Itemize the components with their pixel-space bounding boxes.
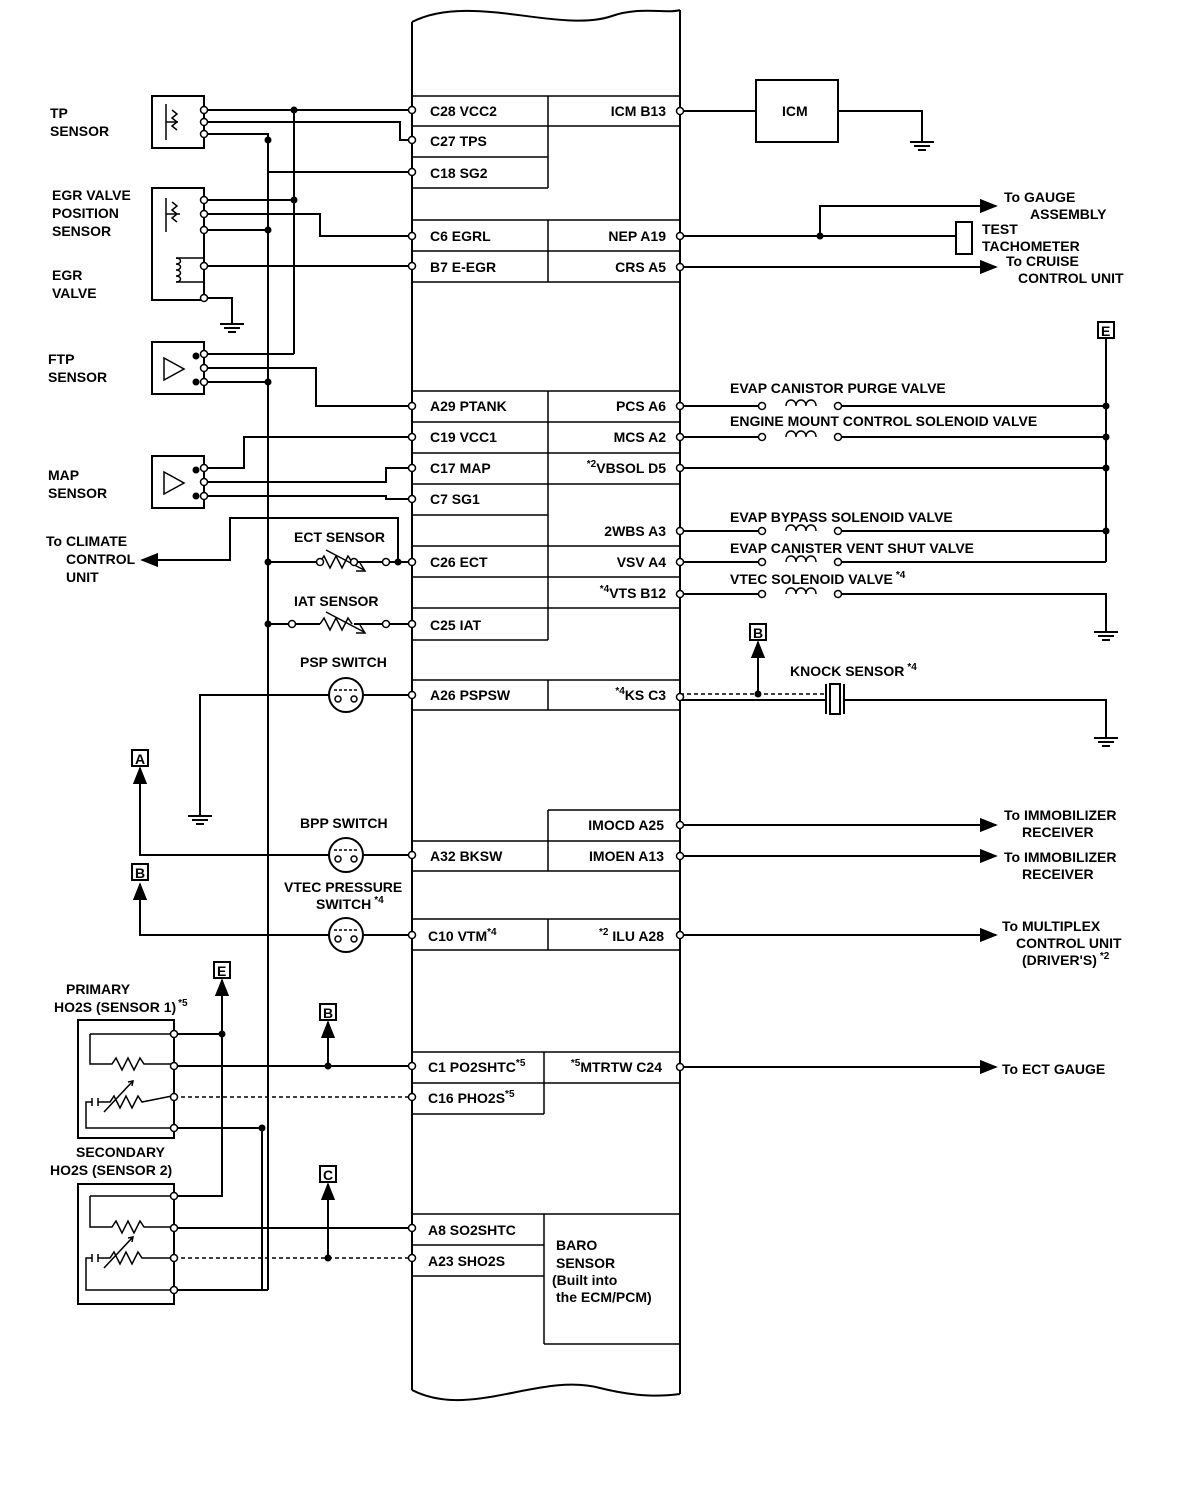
connector-e-left: E bbox=[217, 963, 226, 979]
pin-c26-ect: C26 ECT bbox=[430, 554, 488, 570]
evap-bypass-valve-coil-icon bbox=[785, 524, 817, 532]
pin-ks-c3: *4KS C3 bbox=[615, 686, 666, 703]
pin-c25-iat: C25 IAT bbox=[430, 617, 482, 633]
engine-mount-valve-coil-icon bbox=[785, 430, 817, 438]
pin-crs-a5: CRS A5 bbox=[615, 259, 666, 275]
bpp-switch-label: BPP SWITCH bbox=[300, 815, 388, 831]
pin-a23-sho2s: A23 SHO2S bbox=[428, 1253, 505, 1269]
vtec-pressure-switch-icon bbox=[328, 917, 364, 953]
right-pin-labels: ICM B13 NEP A19 CRS A5 PCS A6 MCS A2 *2V… bbox=[571, 103, 666, 1075]
pin-c17-map: C17 MAP bbox=[430, 460, 491, 476]
pin-icm-b13: ICM B13 bbox=[611, 103, 666, 119]
primary-ho2s-box bbox=[77, 1019, 175, 1139]
pin-c6-egrl: C6 EGRL bbox=[430, 228, 491, 244]
pin-a8-so2shtc: A8 SO2SHTC bbox=[428, 1222, 516, 1238]
egr-valve-coil-icon bbox=[175, 257, 182, 283]
evap-purge-valve-label: EVAP CANISTOR PURGE VALVE bbox=[730, 380, 946, 396]
test-tachometer-icon bbox=[955, 221, 973, 255]
iat-sensor-label: IAT SENSOR bbox=[294, 593, 379, 609]
map-sensor-amp-icon bbox=[163, 470, 186, 496]
connector-c: C bbox=[323, 1167, 333, 1183]
pin-c10-vtm: C10 VTM*4 bbox=[428, 927, 497, 944]
pin-mcs-a2: MCS A2 bbox=[614, 429, 667, 445]
egr-valve-box bbox=[151, 187, 205, 301]
evap-purge-valve-coil-icon bbox=[785, 399, 817, 407]
pin-c28-vcc2: C28 VCC2 bbox=[430, 103, 497, 119]
pin-vbsol-d5: *2VBSOL D5 bbox=[587, 459, 666, 476]
evap-bypass-valve-label: EVAP BYPASS SOLENOID VALVE bbox=[730, 509, 953, 525]
ecm-pcm-body bbox=[411, 9, 681, 1402]
connector-b-right: B bbox=[753, 625, 763, 641]
pin-pcs-a6: PCS A6 bbox=[616, 398, 666, 414]
pin-imoen-a13: IMOEN A13 bbox=[589, 848, 664, 864]
secondary-ho2s-element-icon bbox=[91, 1250, 172, 1266]
connector-b-left: B bbox=[135, 865, 145, 881]
ftp-sensor-amp-icon bbox=[163, 356, 186, 382]
pin-c16-pho2s: C16 PHO2S*5 bbox=[428, 1089, 515, 1106]
knock-sensor-crystal-icon bbox=[829, 683, 841, 715]
ect-gauge-label: To ECT GAUGE bbox=[1002, 1061, 1105, 1077]
psp-switch-icon bbox=[328, 677, 364, 713]
pin-vts-b12: *4VTS B12 bbox=[600, 584, 666, 601]
icm-label: ICM bbox=[782, 103, 808, 119]
secondary-ho2s-box bbox=[77, 1183, 175, 1305]
pin-c7-sg1: C7 SG1 bbox=[430, 491, 480, 507]
engine-mount-valve-label: ENGINE MOUNT CONTROL SOLENOID VALVE bbox=[730, 413, 1037, 429]
vtec-solenoid-valve-label: VTEC SOLENOID VALVE*4 bbox=[730, 570, 906, 587]
ect-sensor-label: ECT SENSOR bbox=[294, 529, 385, 545]
pin-c18-sg2: C18 SG2 bbox=[430, 165, 488, 181]
primary-ho2s-element-icon bbox=[91, 1094, 173, 1110]
pin-a32-bksw: A32 BKSW bbox=[430, 848, 503, 864]
left-wiring bbox=[132, 109, 412, 1291]
left-junctions bbox=[169, 105, 417, 1295]
pin-2wbs-a3: 2WBS A3 bbox=[604, 523, 666, 539]
pin-c1-po2shtc: C1 PO2SHTC*5 bbox=[428, 1058, 526, 1075]
primary-ho2s-heater-icon bbox=[89, 1034, 172, 1072]
connector-a: A bbox=[135, 751, 145, 767]
pin-a26-pspsw: A26 PSPSW bbox=[430, 687, 511, 703]
pin-imocd-a25: IMOCD A25 bbox=[588, 817, 664, 833]
pin-nep-a19: NEP A19 bbox=[608, 228, 666, 244]
vtec-solenoid-coil-icon bbox=[785, 587, 817, 595]
pin-b7-e-egr: B7 E-EGR bbox=[430, 259, 496, 275]
evap-vent-valve-coil-icon bbox=[785, 555, 817, 563]
pin-vsv-a4: VSV A4 bbox=[617, 554, 666, 570]
pin-c19-vcc1: C19 VCC1 bbox=[430, 429, 497, 445]
map-sensor-box bbox=[151, 455, 205, 509]
left-pin-labels: C28 VCC2 C27 TPS C18 SG2 C6 EGRL B7 E-EG… bbox=[428, 103, 526, 1269]
ftp-sensor-box bbox=[151, 341, 205, 395]
connector-e-right: E bbox=[1101, 323, 1110, 339]
pin-c27-tps: C27 TPS bbox=[430, 133, 487, 149]
connector-b-ho2s: B bbox=[323, 1005, 333, 1021]
bpp-switch-icon bbox=[328, 837, 364, 873]
pin-a29-ptank: A29 PTANK bbox=[430, 398, 507, 414]
pin-mtrtw-c24: *5MTRTW C24 bbox=[571, 1058, 662, 1075]
right-junctions bbox=[675, 106, 1110, 1072]
secondary-ho2s-heater-icon bbox=[89, 1196, 172, 1235]
evap-vent-valve-label: EVAP CANISTER VENT SHUT VALVE bbox=[730, 540, 974, 556]
psp-switch-label: PSP SWITCH bbox=[300, 654, 387, 670]
knock-sensor-label: KNOCK SENSOR*4 bbox=[790, 662, 917, 679]
left-connectors: A B E B C bbox=[131, 749, 337, 1183]
